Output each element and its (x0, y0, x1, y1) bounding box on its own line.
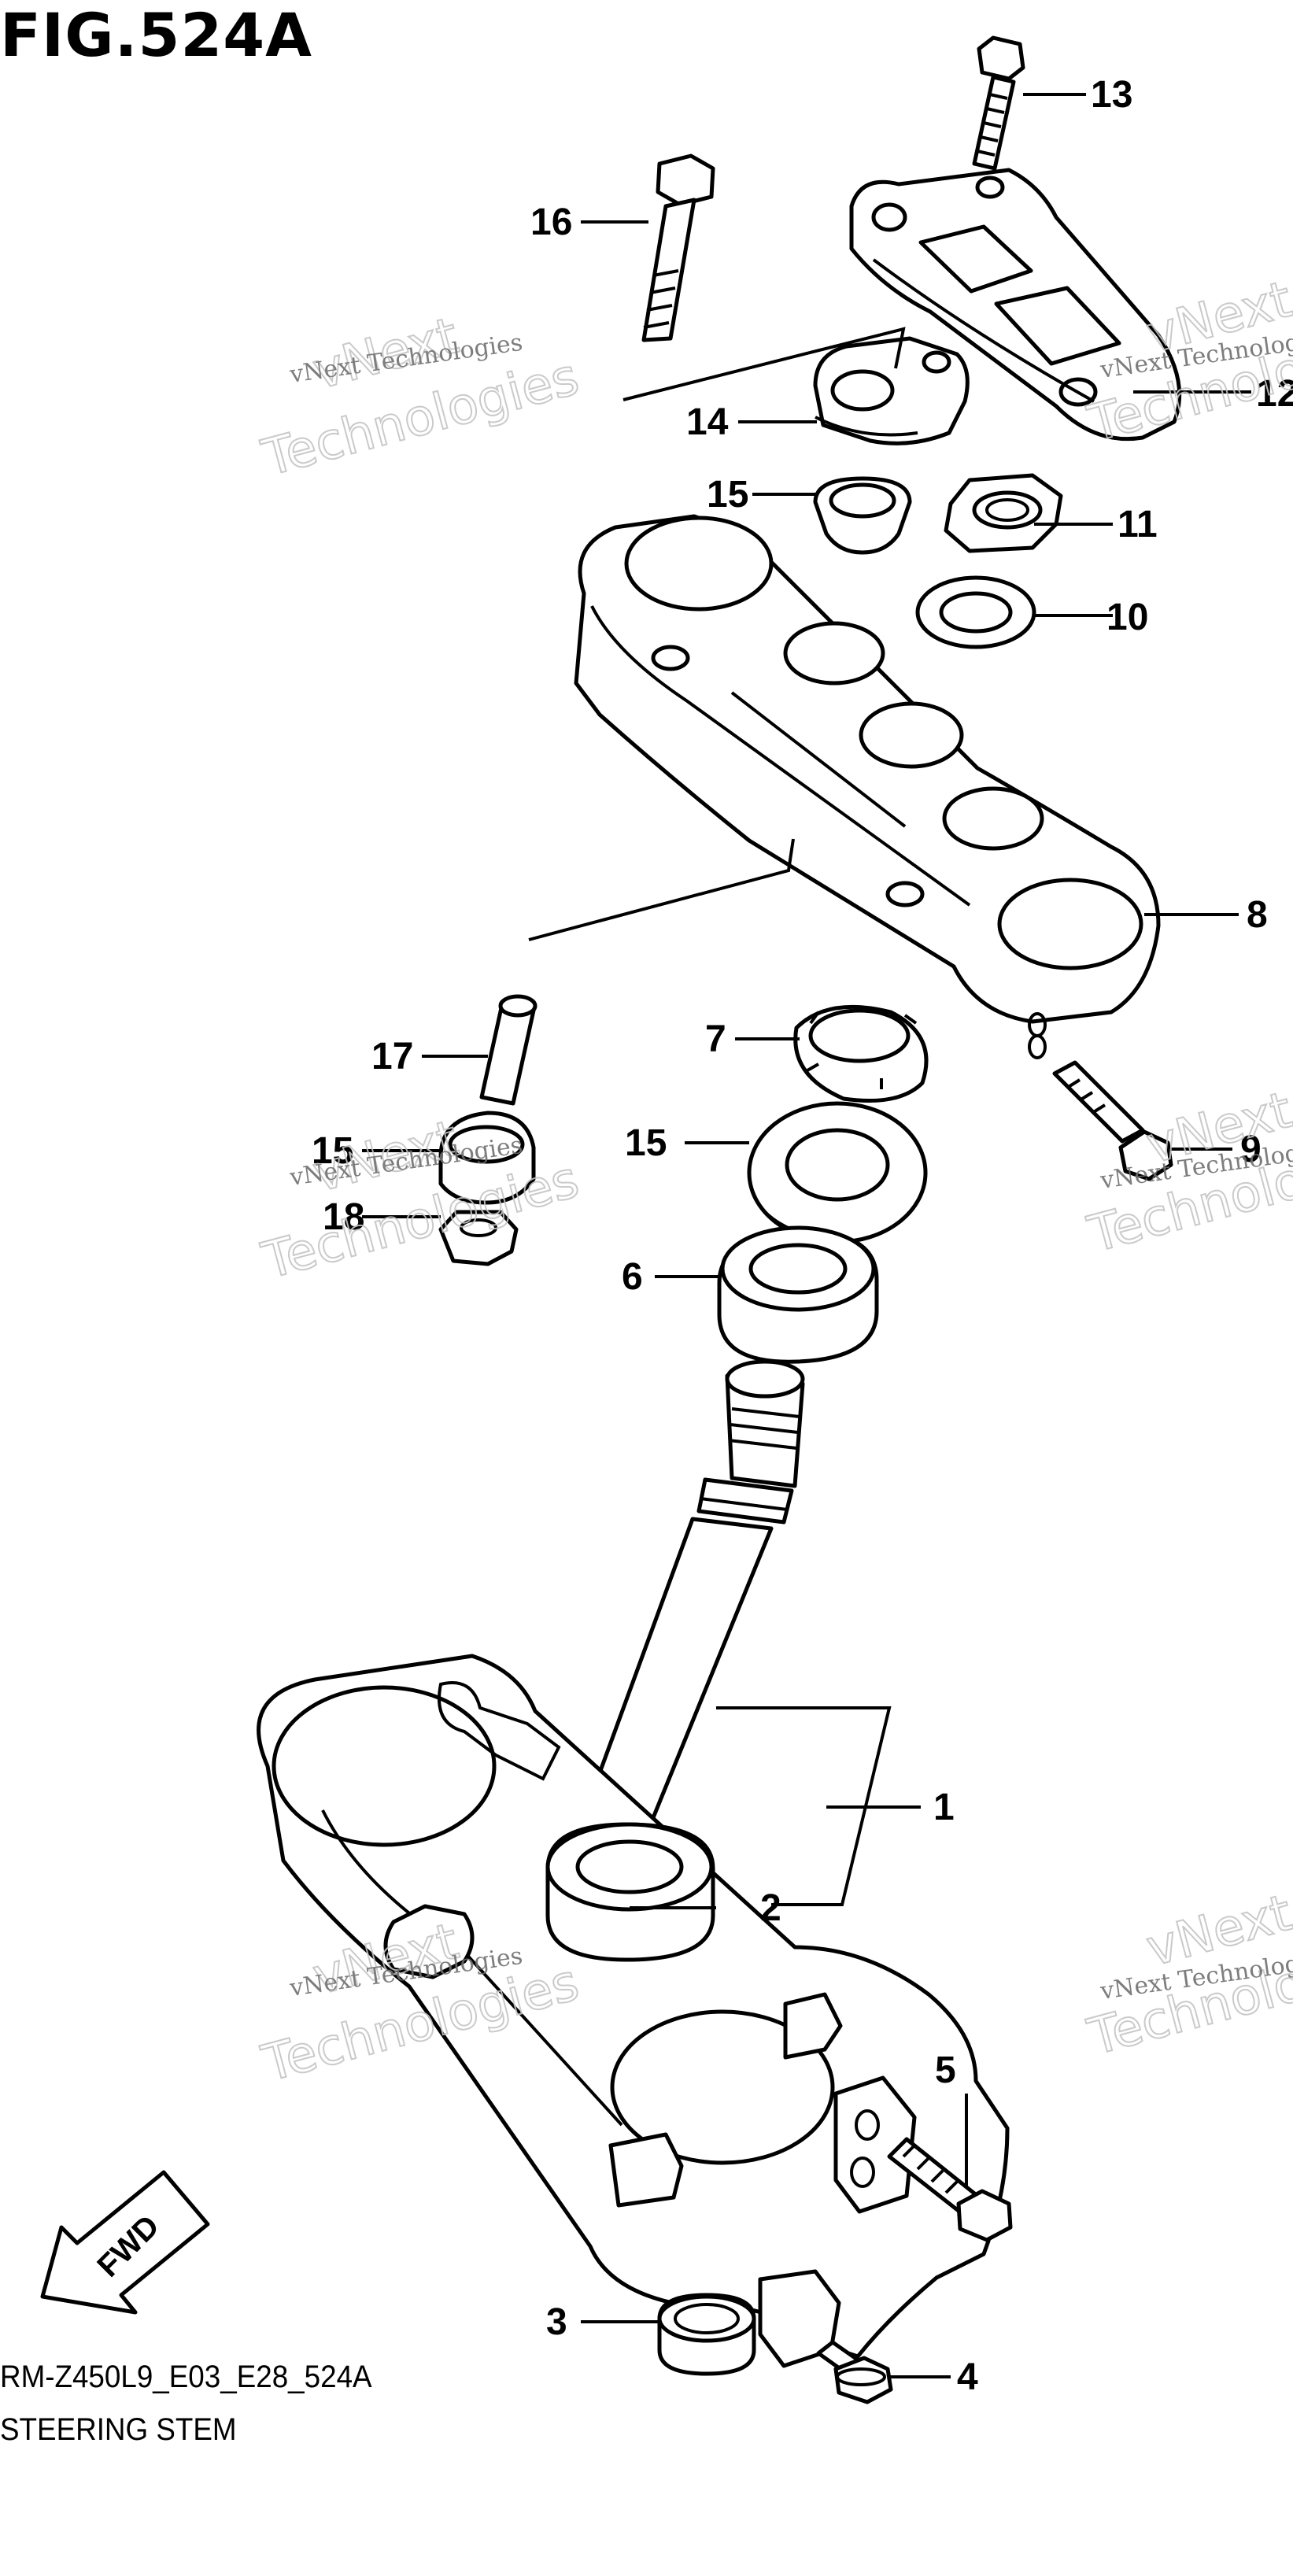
model-code: RM-Z450L9_E03_E28_524A (0, 2360, 372, 2394)
assembly-guide-line (622, 327, 906, 401)
part-2-lower-bearing (545, 1822, 715, 1962)
callout-7: 7 (705, 1018, 726, 1060)
part-15-cap-lower (438, 1111, 536, 1205)
callout-10: 10 (1106, 597, 1148, 638)
figure-subtitle: STEERING STEM (0, 2412, 237, 2447)
part-7-lock-nut (793, 1004, 929, 1103)
part-19-nut (438, 1210, 519, 1266)
callout-15-lower: 15 (312, 1130, 353, 1172)
callout-9: 9 (1240, 1129, 1262, 1170)
leader-lines (362, 93, 1251, 2378)
callout-18: 17 (371, 1036, 413, 1077)
part-11-stem-nut (944, 473, 1063, 553)
part-6-bearing (717, 1225, 879, 1364)
callout-6: 6 (622, 1256, 643, 1298)
part-10-washer (915, 575, 1036, 649)
callout-8: 8 (1247, 894, 1268, 936)
callout-11: 11 (1118, 504, 1158, 545)
callout-19: 18 (323, 1196, 364, 1238)
part-15-cap-upper (813, 476, 912, 555)
callout-12: 12 (1256, 373, 1293, 415)
part-1-steering-stem (257, 1359, 1010, 2368)
callout-5: 5 (935, 2049, 956, 2091)
fwd-arrow-icon: FWD (40, 2170, 210, 2315)
callout-2: 2 (760, 1887, 781, 1929)
callout-1: 1 (933, 1787, 955, 1828)
callout-14: 14 (686, 401, 729, 443)
part-13-bolt (972, 35, 1025, 171)
part-9-pinch-bolt (1052, 1060, 1173, 1181)
part-16-dust-seal (747, 1101, 928, 1244)
part-5-pinch-bolt (887, 2137, 1013, 2242)
callout-4: 4 (957, 2356, 978, 2398)
part-3-collar (657, 2293, 756, 2376)
part-4-bolt (816, 2340, 893, 2404)
part-17-bolt (641, 153, 715, 342)
figure-title: FIG.524A (0, 0, 312, 70)
callout-numbers: 13 16 12 14 15 11 10 8 7 17 15 15 9 18 6… (312, 74, 1293, 2398)
callout-3: 3 (546, 2301, 567, 2343)
callout-13: 13 (1091, 74, 1132, 116)
callout-17: 16 (530, 201, 572, 243)
part-18-dowel-pin (479, 994, 538, 1106)
part-14-clamp-holder (813, 336, 970, 445)
callout-15-upper: 15 (707, 474, 748, 516)
part-12-handlebar-clamp (849, 168, 1182, 442)
part-8-upper-bracket (574, 514, 1161, 1059)
assembly-guide-line (528, 838, 795, 941)
callout-16: 15 (625, 1122, 667, 1164)
